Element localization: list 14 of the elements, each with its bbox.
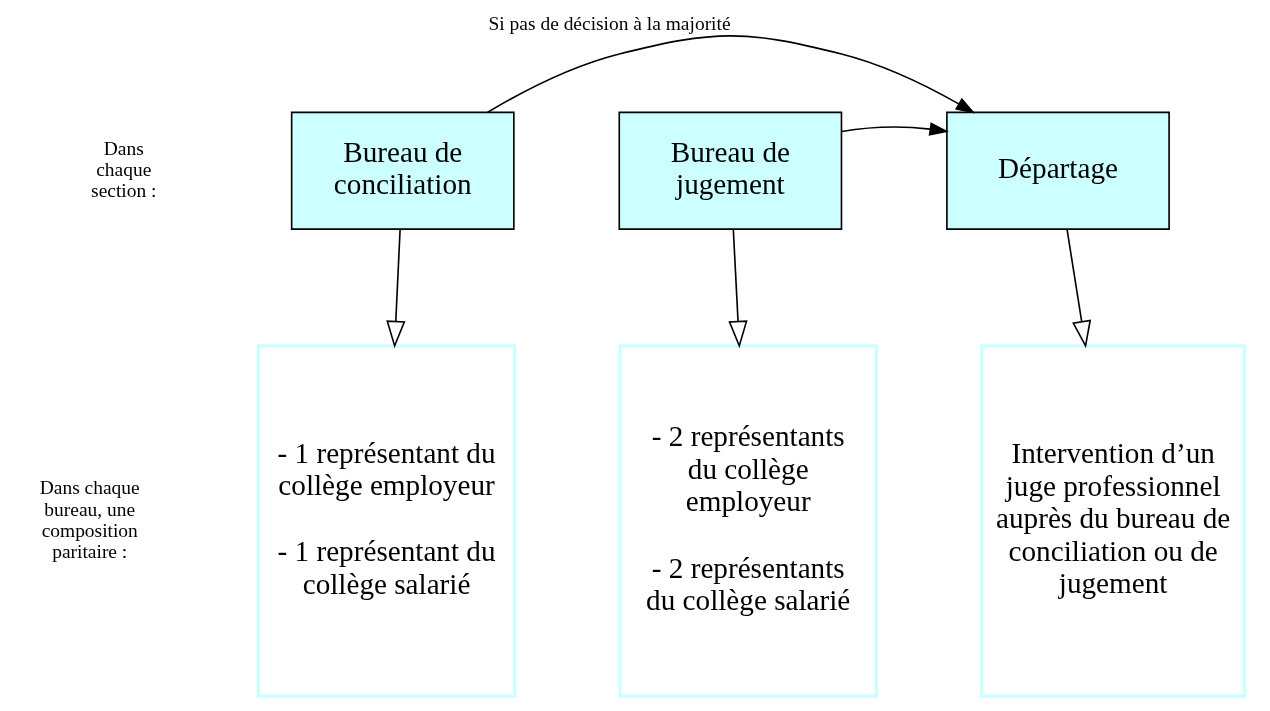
node-box: Bureau de conciliation xyxy=(290,111,515,230)
label: Dans chaque section : xyxy=(90,137,156,201)
arrow xyxy=(727,228,748,349)
node-box: - 1 représentant du collège employeur - 1 représentant du collège salarié xyxy=(256,344,516,698)
arrow xyxy=(1065,228,1091,349)
node-box: Bureau de jugement xyxy=(617,111,842,230)
arrow xyxy=(486,35,975,114)
arrow xyxy=(840,122,949,136)
node-box: - 2 représentants du collège employeur - 2 représentants du collège salarié xyxy=(617,344,878,698)
arrow xyxy=(385,228,405,349)
edge-label: Si pas de décision à la majorité xyxy=(488,13,731,35)
label: Dans chaque bureau, une composition paritaire : xyxy=(39,477,140,562)
node-box: Intervention d’un juge professionnel auprès du bureau de conciliation ou de jugement xyxy=(979,344,1246,698)
node-box: Départage xyxy=(945,111,1170,230)
